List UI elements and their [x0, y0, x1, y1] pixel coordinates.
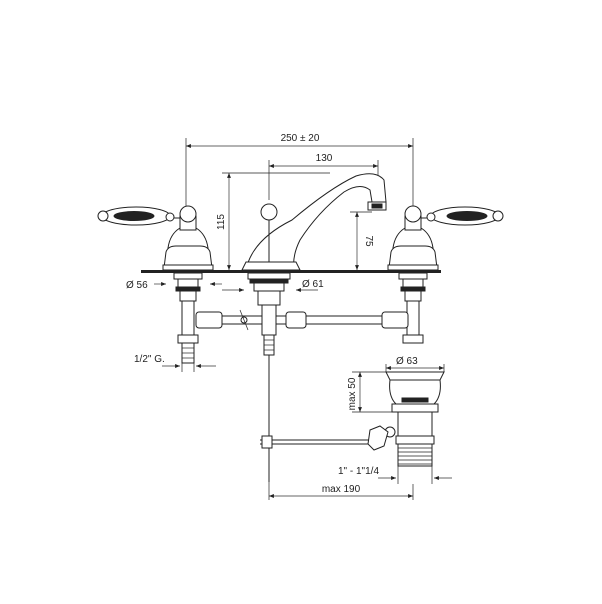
dim-base-center: Ø 61: [222, 279, 324, 292]
left-handle-assembly: [97, 205, 214, 271]
label-thread: 1/2" G.: [134, 354, 165, 365]
left-shank: [173, 272, 203, 364]
pop-up-waste: [384, 371, 445, 467]
label-spout-reach: 130: [316, 153, 333, 164]
dim-height: 115: [216, 172, 330, 270]
connection-pipes: [195, 309, 409, 331]
label-base-center: Ø 61: [302, 279, 324, 290]
dim-base-left: Ø 56: [126, 280, 222, 291]
spout-assembly: [241, 173, 387, 271]
label-height: 115: [216, 214, 227, 230]
label-base-left: Ø 56: [126, 280, 148, 291]
label-overall-width: 250 ± 20: [281, 133, 320, 144]
dim-spout-height: 75: [350, 211, 374, 270]
label-rod-length: max 190: [322, 484, 361, 495]
deck-surface: [141, 270, 441, 273]
dim-waste: Ø 63: [385, 356, 445, 372]
right-handle-assembly: [387, 205, 504, 271]
center-shank: [247, 272, 291, 482]
label-waste-height: max 50: [347, 377, 358, 410]
dim-thread: 1/2" G.: [134, 354, 216, 372]
dim-rod-length: max 190: [268, 482, 414, 500]
dim-waste-height: max 50: [347, 371, 392, 413]
label-waste: Ø 63: [396, 356, 418, 367]
label-spout-height: 75: [363, 235, 374, 247]
label-waste-thread: 1" - 1"1/4: [338, 466, 379, 477]
waste-rod: [260, 425, 389, 451]
right-shank: [398, 272, 428, 344]
dim-waste-thread: 1" - 1"1/4: [338, 466, 452, 484]
